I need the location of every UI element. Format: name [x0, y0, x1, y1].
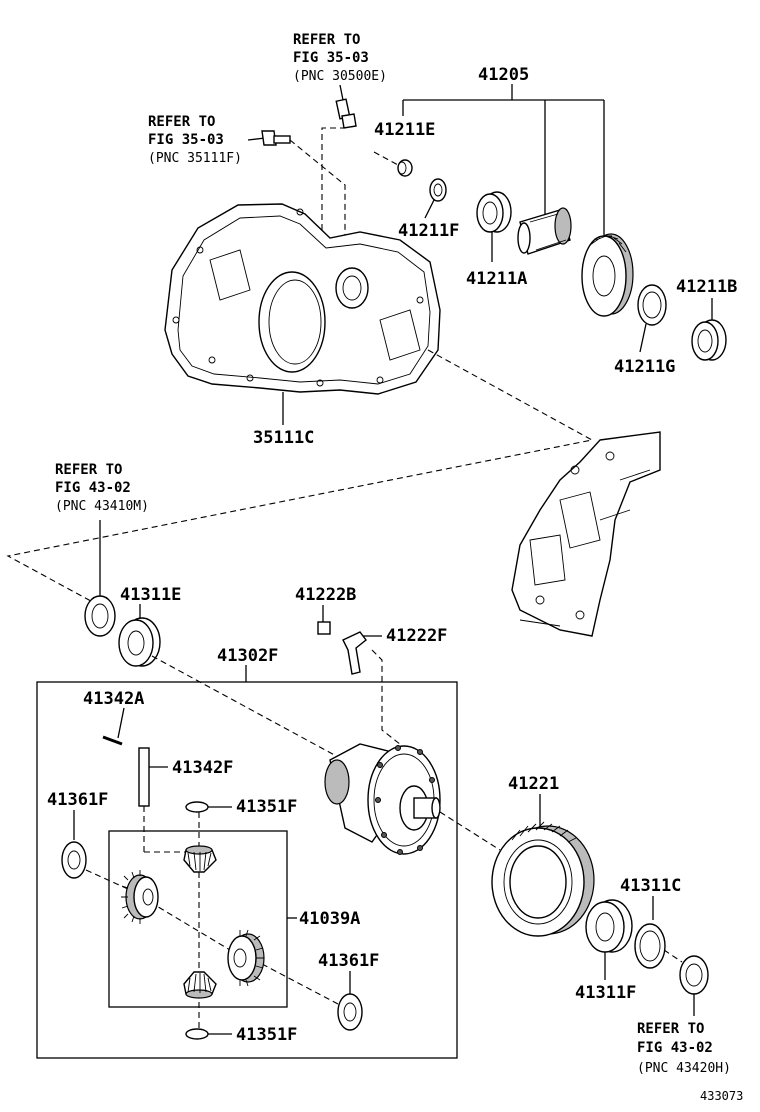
ref2-line2: FIG 35-03 [148, 132, 224, 148]
washer-to-seal-leader [663, 949, 683, 963]
washer-41361F-right [337, 971, 363, 1031]
label-41211G: 41211G [614, 357, 675, 377]
ref4-line3: (PNC 43420H) [637, 1061, 731, 1076]
pin-41342A [102, 707, 125, 746]
ref2-line1: REFER TO [148, 114, 215, 130]
bolt-35111f [247, 130, 291, 146]
gear-set-box-41039A [108, 830, 288, 1008]
label-41211E: 41211E [374, 120, 435, 140]
transaxle-case-35111C [164, 203, 441, 425]
ref3-line2: FIG 43-02 [55, 480, 131, 496]
label-41351F-top: 41351F [236, 797, 297, 817]
plug-41211E [373, 151, 413, 177]
label-41361F-left: 41361F [47, 790, 108, 810]
ref3-line3: (PNC 43410M) [55, 499, 149, 514]
differential-case [324, 743, 441, 855]
label-41351F-bottom: 41351F [236, 1025, 297, 1045]
side-gear-left [121, 870, 159, 924]
label-41211F-top: 41211F [398, 221, 459, 241]
ref1-line2: FIG 35-03 [293, 50, 369, 66]
bolt-30500e [335, 84, 357, 129]
side-gear-axis-right [261, 963, 339, 1005]
ring-gear-41221 [491, 794, 595, 937]
label-35111C: 35111C [253, 428, 314, 448]
label-41311C: 41311C [620, 876, 681, 896]
bolt1-leader [321, 127, 346, 238]
washer-41351F-top [185, 801, 232, 813]
diagram-id: 433073 [700, 1089, 743, 1103]
side-gear-right [227, 929, 265, 987]
oil-seal-right [679, 955, 709, 1016]
gear-41205 [581, 233, 634, 317]
side-gear-axis-mid [149, 901, 236, 954]
bolt2-leader [289, 139, 346, 240]
label-41342F: 41342F [172, 758, 233, 778]
bracket-41205 [402, 84, 605, 242]
ref1-line1: REFER TO [293, 32, 360, 48]
oil-seal-left [84, 595, 116, 637]
plate-41222F [342, 631, 382, 675]
washer-41351F-bottom [185, 1028, 232, 1040]
washer-41211G [637, 284, 667, 353]
plate-to-case-leader [371, 649, 411, 753]
shaft-41342F [138, 747, 168, 807]
assembly-box-41302F [36, 681, 458, 1059]
bearing-41311E [118, 604, 161, 667]
ref1-line3: (PNC 30500E) [293, 69, 387, 84]
label-41211A: 41211A [466, 269, 527, 289]
pinion-gear-bottom [183, 971, 217, 999]
label-41039A: 41039A [299, 909, 360, 929]
bearing-41211 [476, 191, 512, 262]
washer-41361F-left [61, 810, 87, 879]
side-gear-axis-left [85, 869, 131, 891]
label-41221: 41221 [508, 774, 559, 794]
bolt-41222B [317, 605, 331, 635]
washer-41311C [634, 896, 666, 969]
label-41311E: 41311E [120, 585, 181, 605]
case-to-diff-leader [6, 349, 594, 607]
label-41361F-right: 41361F [318, 951, 379, 971]
shaft-41211A [517, 207, 572, 255]
ref3-line1: REFER TO [55, 462, 122, 478]
bearing-41211B [691, 298, 727, 361]
label-41342A: 41342A [83, 689, 144, 709]
ref2-line3: (PNC 35111F) [148, 151, 242, 166]
label-41205: 41205 [478, 65, 529, 85]
label-41211B: 41211B [676, 277, 737, 297]
label-41311F: 41311F [575, 983, 636, 1003]
washer-41211F-top [424, 178, 447, 219]
ref4-line1: REFER TO [637, 1021, 704, 1037]
pinion-gear-top [183, 845, 217, 873]
label-41222B: 41222B [295, 585, 356, 605]
label-41222F: 41222F [386, 626, 447, 646]
bearing-to-case-leader [151, 655, 341, 759]
case-to-ring-gear-leader [439, 811, 501, 851]
label-41302F: 41302F [217, 646, 278, 666]
transmission-silhouette [511, 431, 661, 637]
ref4-line2: FIG 43-02 [637, 1040, 713, 1056]
bearing-41311F [585, 899, 633, 980]
